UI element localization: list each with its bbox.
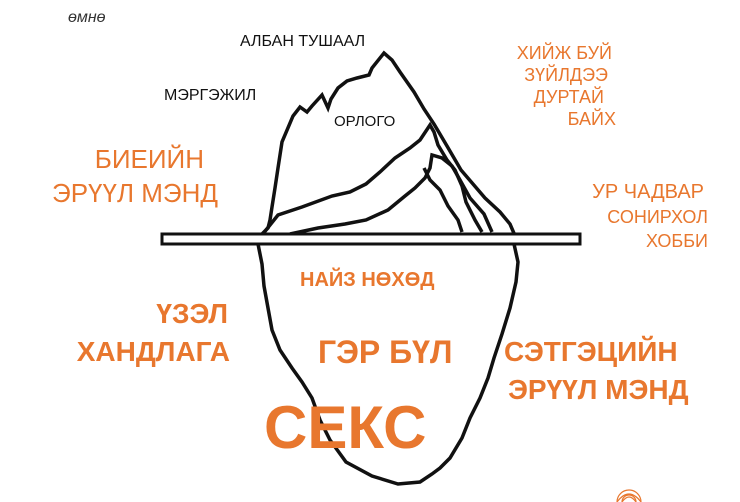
label-mental-health-line1: СЭТГЭЦИЙН — [504, 336, 678, 367]
label-income: ОРЛОГО — [334, 113, 396, 130]
label-physical-health-line2: ЭРҮҮЛ МЭНД — [52, 178, 218, 208]
mandala-logo-icon — [616, 489, 642, 502]
label-skills-line2: СОНИРХОЛ — [607, 207, 708, 227]
label-enjoy-work-line4: БАЙХ — [567, 109, 616, 129]
iceberg-ridge-lines — [289, 152, 494, 236]
label-mental-health-line2: ЭРҮҮЛ МЭНД — [508, 374, 689, 405]
label-skills-line1: УР ЧАДВАР — [592, 181, 704, 203]
label-enjoy-work-line2: ЗҮЙЛДЭЭ — [524, 65, 608, 85]
waterline-bar — [160, 232, 582, 246]
label-family: ГЭР БҮЛ — [318, 334, 453, 370]
label-attitude-line2: ХАНДЛАГА — [76, 336, 230, 367]
header-title: өмнө — [68, 9, 106, 26]
label-friends: НАЙЗ НӨХӨД — [300, 269, 435, 291]
label-physical-health: БИЕИЙН ЭРҮҮЛ МЭНД — [0, 146, 218, 206]
label-mental-health: СЭТГЭЦИЙН ЭРҮҮЛ МЭНД — [504, 338, 689, 404]
label-enjoy-work-line1: ХИЙЖ БУЙ — [516, 43, 612, 63]
label-enjoy-work: ХИЙЖ БУЙ ЗҮЙЛДЭЭ ДУРТАЙ БАЙХ — [460, 44, 616, 128]
label-enjoy-work-line3: ДУРТАЙ — [533, 87, 604, 107]
label-profession: МЭРГЭЖИЛ — [164, 87, 257, 104]
label-position-title: АЛБАН ТУШААЛ — [240, 33, 366, 50]
label-attitude: ҮЗЭЛ ХАНДЛАГА — [40, 300, 230, 366]
label-skills-hobby: УР ЧАДВАР СОНИРХОЛ ХОББИ — [540, 182, 708, 250]
label-physical-health-line1: БИЕИЙН — [94, 144, 204, 174]
label-sex: СЕКС — [264, 394, 427, 461]
iceberg-tip-outline — [256, 50, 518, 240]
label-skills-line3: ХОББИ — [646, 231, 708, 251]
iceberg-ridge-lines — [422, 167, 464, 233]
iceberg-underwater-outline — [256, 243, 520, 486]
label-attitude-line1: ҮЗЭЛ — [156, 298, 228, 329]
